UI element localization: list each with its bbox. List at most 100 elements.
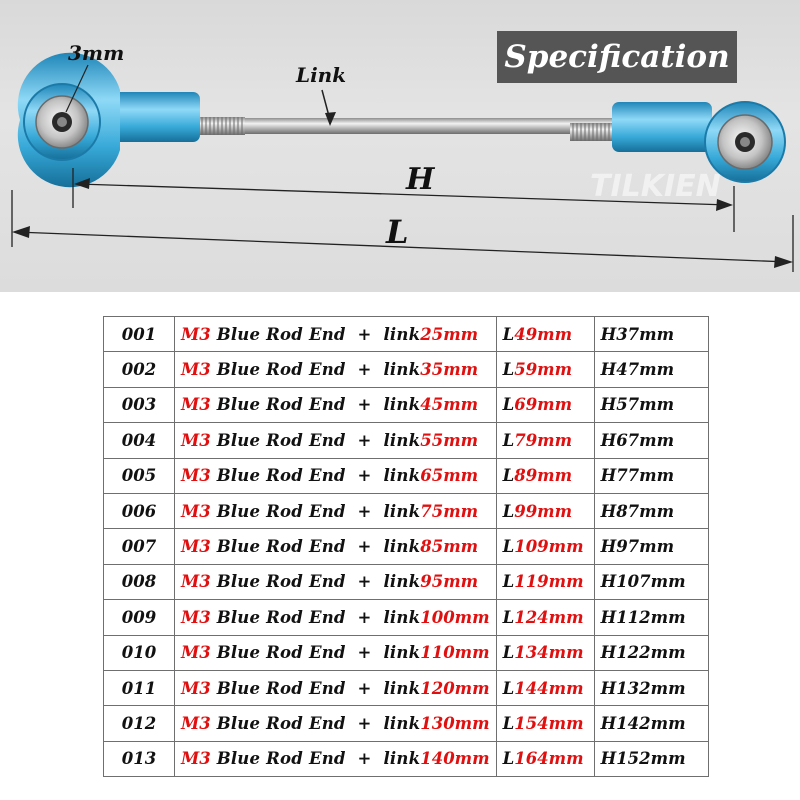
dimension-h (72, 168, 735, 232)
watermark-text: TILKIEN (590, 169, 721, 204)
thread-size: M3 (181, 466, 211, 486)
link-length: 140mm (420, 749, 490, 769)
description-text: Blue Rod End + link (210, 749, 421, 769)
thread-size: M3 (181, 713, 211, 733)
link-rod (195, 118, 625, 134)
row-code: 009 (103, 599, 175, 636)
l-prefix: L (502, 643, 515, 663)
label-3mm: 3mm (68, 41, 125, 65)
l-value: 134mm (514, 643, 584, 663)
l-value: 154mm (514, 713, 584, 733)
link-length: 75mm (420, 501, 479, 521)
thread-size: M3 (181, 430, 211, 450)
description-text: Blue Rod End + link (210, 607, 421, 627)
thread-size: M3 (181, 607, 211, 627)
row-hole-distance: H112mm (593, 599, 709, 636)
row-hole-distance: H152mm (593, 740, 709, 778)
l-prefix: L (502, 678, 515, 698)
description-text: Blue Rod End + link (210, 430, 421, 450)
row-code: 006 (103, 492, 175, 530)
l-prefix: L (502, 430, 515, 450)
row-description: M3 Blue Rod End + link35mm (174, 351, 497, 388)
label-h: H (406, 162, 435, 197)
link-length: 35mm (420, 360, 479, 380)
leader-3mm (65, 64, 89, 113)
row-total-length: L69mm (495, 386, 595, 424)
l-value: 164mm (514, 749, 584, 769)
l-value: 89mm (514, 466, 573, 486)
l-prefix: L (502, 324, 515, 344)
row-hole-distance: H47mm (593, 351, 709, 388)
l-prefix: L (502, 749, 515, 769)
row-code: 002 (103, 351, 175, 388)
link-length: 55mm (420, 430, 479, 450)
row-total-length: L79mm (495, 422, 595, 459)
thread-size: M3 (181, 501, 211, 521)
l-value: 49mm (514, 324, 573, 344)
row-code: 011 (103, 669, 175, 707)
thread-size: M3 (181, 395, 211, 415)
row-code: 004 (103, 422, 175, 459)
row-description: M3 Blue Rod End + link75mm (174, 492, 497, 530)
row-total-length: L89mm (495, 457, 595, 494)
description-text: Blue Rod End + link (210, 643, 421, 663)
thread-left (195, 117, 245, 135)
link-length: 45mm (420, 395, 479, 415)
l-value: 69mm (514, 395, 573, 415)
rod-end-right (612, 101, 786, 183)
l-value: 99mm (514, 501, 573, 521)
thread-size: M3 (181, 643, 211, 663)
row-description: M3 Blue Rod End + link65mm (174, 457, 497, 494)
description-text: Blue Rod End + link (210, 572, 421, 592)
row-hole-distance: H122mm (593, 634, 709, 671)
row-total-length: L109mm (495, 528, 595, 565)
l-value: 144mm (514, 678, 584, 698)
row-description: M3 Blue Rod End + link120mm (174, 669, 497, 707)
row-total-length: L134mm (495, 634, 595, 671)
row-description: M3 Blue Rod End + link95mm (174, 563, 497, 601)
row-hole-distance: H77mm (593, 457, 709, 494)
thread-size: M3 (181, 572, 211, 592)
row-description: M3 Blue Rod End + link110mm (174, 634, 497, 671)
row-total-length: L59mm (495, 351, 595, 388)
link-length: 110mm (420, 643, 490, 663)
row-total-length: L154mm (495, 705, 595, 742)
l-prefix: L (502, 501, 515, 521)
row-total-length: L119mm (495, 563, 595, 601)
row-description: M3 Blue Rod End + link130mm (174, 705, 497, 742)
row-code: 003 (103, 386, 175, 424)
thread-size: M3 (181, 360, 211, 380)
row-description: M3 Blue Rod End + link140mm (174, 740, 497, 778)
link-length: 85mm (420, 537, 479, 557)
description-text: Blue Rod End + link (210, 537, 421, 557)
link-length: 130mm (420, 713, 490, 733)
row-hole-distance: H132mm (593, 669, 709, 707)
description-text: Blue Rod End + link (210, 324, 421, 344)
l-prefix: L (502, 713, 515, 733)
label-link: Link (296, 63, 347, 87)
thread-size: M3 (181, 324, 211, 344)
row-total-length: L124mm (495, 599, 595, 636)
l-value: 119mm (514, 572, 584, 592)
row-description: M3 Blue Rod End + link55mm (174, 422, 497, 459)
link-length: 65mm (420, 466, 479, 486)
row-total-length: L164mm (495, 740, 595, 778)
link-length: 95mm (420, 572, 479, 592)
row-description: M3 Blue Rod End + link85mm (174, 528, 497, 565)
row-hole-distance: H107mm (593, 563, 709, 601)
row-code: 010 (103, 634, 175, 671)
row-code: 013 (103, 740, 175, 778)
description-text: Blue Rod End + link (210, 360, 421, 380)
l-prefix: L (502, 466, 515, 486)
